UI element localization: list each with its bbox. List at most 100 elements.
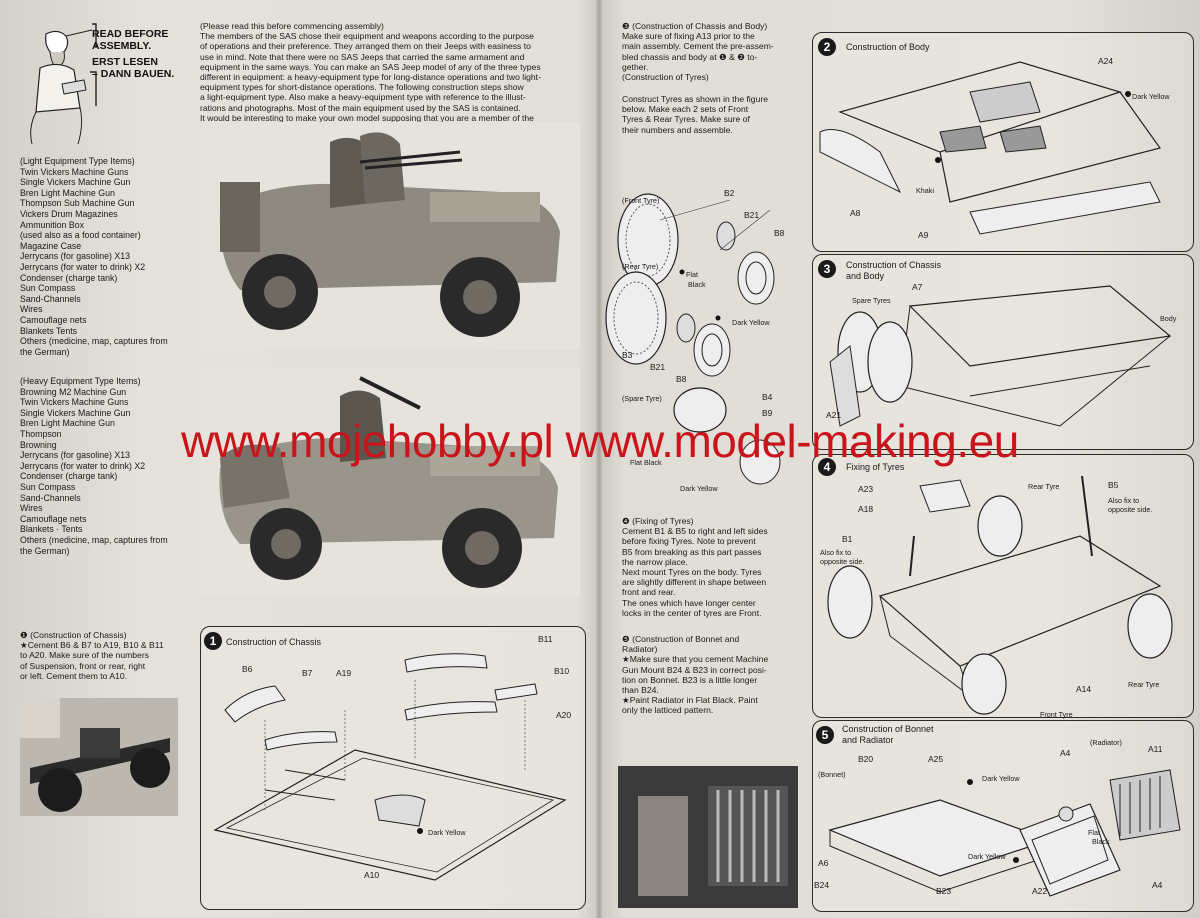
chassis-note-text: ❶ (Construction of Chassis) ★Cement B6 &… — [20, 630, 164, 681]
label-dark-yellow-tyre: Dark Yellow — [732, 318, 770, 327]
list-item: Camouflage nets — [20, 513, 87, 524]
label-black-radiator: Black — [1092, 837, 1110, 846]
label-b23: B23 — [936, 886, 952, 896]
label-dark-yellow-bonnet: Dark Yellow — [982, 774, 1020, 783]
label-a19: A19 — [336, 668, 352, 678]
tyre-diagrams — [605, 193, 781, 485]
step-3-number: 3 — [818, 260, 836, 278]
label-spare-tyre: (Spare Tyre) — [622, 394, 662, 403]
list-item: Sun Compass — [20, 481, 76, 492]
label-b9: B9 — [762, 408, 773, 418]
label-khaki: Khaki — [916, 186, 934, 195]
fixing-tyres-diagram — [827, 475, 1173, 715]
list-item: Jerrycans (for water to drink) X2 — [20, 261, 146, 272]
tyres-text: Construct Tyres as shown in the figure b… — [622, 94, 769, 135]
label-b10: B10 — [554, 666, 570, 676]
label-a7: A7 — [912, 282, 923, 292]
jeep-heavy-equipment-photo — [200, 368, 580, 596]
label-a11: A11 — [1148, 744, 1163, 754]
step-4-title: Fixing of Tyres — [846, 462, 905, 472]
chassis-diagram — [213, 653, 567, 881]
label-a10: A10 — [364, 870, 380, 880]
chassis-body-diagram — [829, 285, 1172, 427]
step-5-number: 5 — [816, 726, 834, 744]
label-a9: A9 — [918, 230, 929, 240]
list-item: Ammunition Box — [20, 219, 85, 230]
list-item: Others (medicine, map, captures from — [20, 534, 168, 545]
read-before-line-2: ASSEMBLY. — [92, 40, 152, 52]
chassis-body-text: ❸ (Construction of Chassis and Body) Mak… — [622, 21, 774, 83]
list-item: Browning M2 Machine Gun — [20, 386, 127, 397]
label-opposite-b5: opposite side. — [1108, 505, 1153, 514]
label-also-fix-b1: Also fix to — [820, 548, 852, 557]
list-item: Blankets · Tents — [20, 524, 83, 535]
dann-bauen-line: – DANN BAUEN. — [92, 68, 175, 80]
list-item: Twin Vickers Machine Guns — [20, 397, 129, 408]
erst-lesen-line: ERST LESEN — [92, 56, 158, 68]
list-item: Sand-Channels — [20, 492, 81, 503]
list-item: Jerrycans (for gasoline) X13 — [20, 450, 131, 461]
list-item: the German) — [20, 545, 70, 556]
list-item: Vickers Drum Magazines — [20, 208, 118, 219]
list-item: Sand-Channels — [20, 293, 81, 304]
radiator-photo — [618, 766, 798, 908]
label-b7: B7 — [302, 668, 313, 678]
label-a21: A21 — [826, 410, 842, 420]
list-item: Jerrycans (for water to drink) X2 — [20, 460, 146, 471]
list-item: Bren Light Machine Gun — [20, 418, 115, 429]
label-b6: B6 — [242, 664, 253, 674]
light-equipment-heading: (Light Equipment Type Items) — [20, 156, 135, 166]
list-item: Camouflage nets — [20, 314, 87, 325]
fixing-tyres-text: ❹ (Fixing of Tyres) Cement B1 & B5 to ri… — [622, 516, 768, 618]
heavy-equipment-heading: (Heavy Equipment Type Items) — [20, 376, 141, 386]
label-a25: A25 — [928, 754, 944, 764]
label-rear-tyre-bottom: Rear Tyre — [1128, 680, 1160, 689]
label-b8-b: B8 — [676, 374, 687, 384]
label-b20: B20 — [858, 754, 874, 764]
list-item: Jerrycans (for gasoline) X13 — [20, 251, 131, 262]
label-bonnet: (Bonnet) — [818, 770, 846, 779]
label-opposite-b1: opposite side. — [820, 557, 865, 566]
list-item: Blankets Tents — [20, 325, 78, 336]
label-b2: B2 — [724, 188, 735, 198]
label-a24: A24 — [1098, 56, 1114, 66]
speech-lines — [90, 23, 97, 106]
label-b21-b: B21 — [650, 362, 666, 372]
label-a22: A22 — [1032, 886, 1048, 896]
step-2-title: Construction of Body — [846, 42, 930, 52]
label-flat: Flat — [686, 270, 698, 279]
light-equipment-list: (Light Equipment Type Items) Twin Vicker… — [20, 156, 168, 357]
list-item: the German) — [20, 346, 70, 357]
label-b5: B5 — [1108, 480, 1119, 490]
label-b1: B1 — [842, 534, 853, 544]
label-flat-black-spare: Flat Black — [630, 458, 662, 467]
label-a20: A20 — [556, 710, 572, 720]
label-dark-yellow-body: Dark Yellow — [1132, 92, 1170, 101]
label-b24: B24 — [814, 880, 830, 890]
watermark: www.mojehobby.pl www.model-making.eu — [181, 415, 1019, 467]
label-dark-yellow-radiator: Dark Yellow — [968, 852, 1006, 861]
label-spare-tyres: Spare Tyres — [852, 296, 891, 305]
label-rear-tyre: (Rear Tyre) — [622, 262, 659, 271]
step-1-number: 1 — [204, 632, 222, 650]
chassis-photo — [20, 698, 178, 816]
list-item: Condenser (charge tank) — [20, 471, 118, 482]
label-front-tyre: (Front Tyre) — [622, 196, 660, 205]
page-fold — [596, 0, 602, 918]
bonnet-radiator-diagram — [828, 769, 1181, 897]
list-item: Single Vickers Machine Gun — [20, 177, 131, 188]
label-b11: B11 — [538, 634, 553, 644]
intro-text: (Please read this before commencing asse… — [200, 21, 541, 133]
step-1-title: Construction of Chassis — [226, 637, 322, 647]
label-a4: A4 — [1060, 748, 1071, 758]
list-item: Wires — [20, 503, 43, 514]
read-before-assembly: READ BEFORE ASSEMBLY. ERST LESEN – DANN … — [92, 28, 174, 80]
label-body: Body — [1160, 314, 1177, 323]
jeep-light-equipment-photo — [200, 122, 580, 350]
list-item: Sun Compass — [20, 283, 76, 294]
step-2-number: 2 — [818, 38, 836, 56]
label-rear-tyre-top: Rear Tyre — [1028, 482, 1060, 491]
label-a4-bottom: A4 — [1152, 880, 1163, 890]
read-before-line-1: READ BEFORE — [92, 28, 169, 40]
label-dark-yellow: Dark Yellow — [428, 828, 466, 837]
